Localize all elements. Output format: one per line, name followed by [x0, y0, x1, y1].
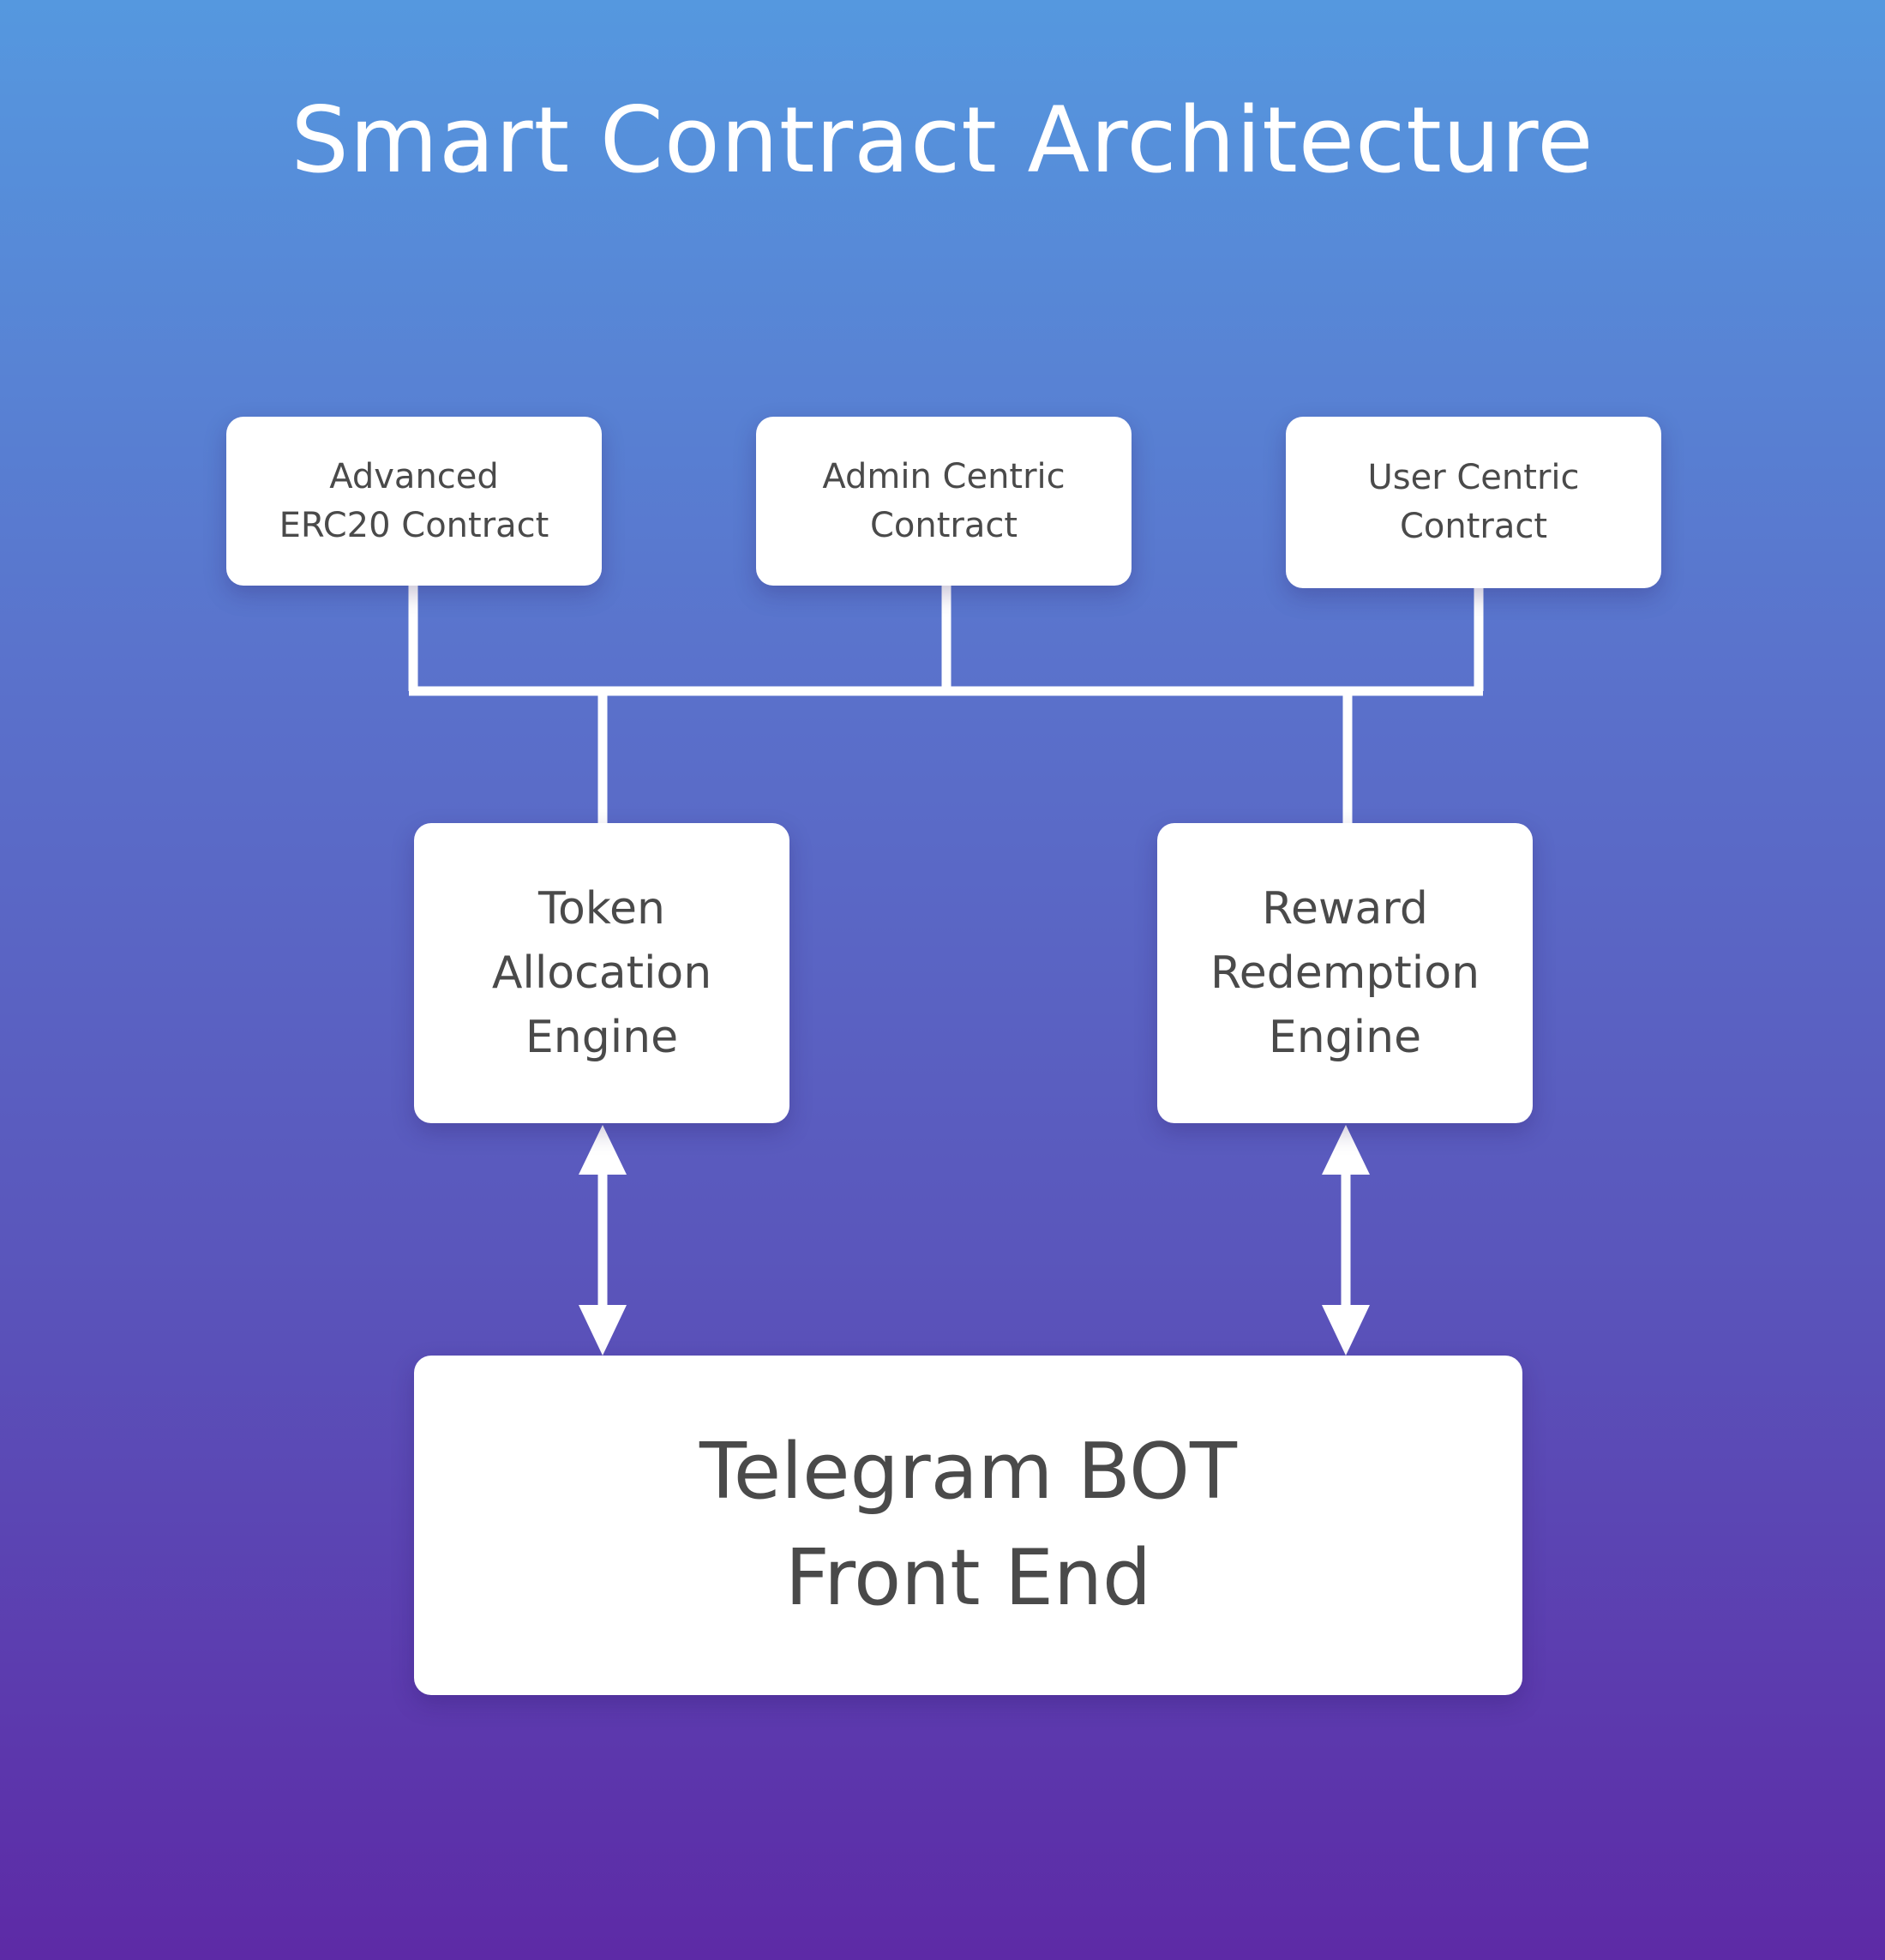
- telegram-bot-front-end-box: Telegram BOT Front End: [414, 1356, 1522, 1695]
- reward-redemption-engine-box: Reward Redemption Engine: [1157, 823, 1533, 1123]
- arrow-reward-down-head: [1322, 1305, 1370, 1356]
- token-allocation-engine-box: Token Allocation Engine: [414, 823, 789, 1123]
- reward-redemption-engine-label: Reward Redemption Engine: [1210, 882, 1480, 1063]
- user-centric-contract-label: User Centric Contract: [1367, 458, 1580, 546]
- advanced-erc20-contract-box: Advanced ERC20 Contract: [226, 417, 602, 586]
- diagram-title: Smart Contract Architecture: [291, 87, 1594, 193]
- admin-centric-contract-label: Admin Centric Contract: [822, 456, 1066, 545]
- advanced-erc20-contract-label: Advanced ERC20 Contract: [279, 456, 549, 545]
- telegram-bot-front-end-label: Telegram BOT Front End: [699, 1427, 1237, 1623]
- arrow-token-up-head: [579, 1125, 627, 1175]
- arrow-reward-up-head: [1322, 1125, 1370, 1175]
- token-allocation-engine-label: Token Allocation Engine: [491, 882, 712, 1063]
- admin-centric-contract-box: Admin Centric Contract: [756, 417, 1132, 586]
- arrow-token-down-head: [579, 1305, 627, 1356]
- user-centric-contract-box: User Centric Contract: [1286, 417, 1661, 588]
